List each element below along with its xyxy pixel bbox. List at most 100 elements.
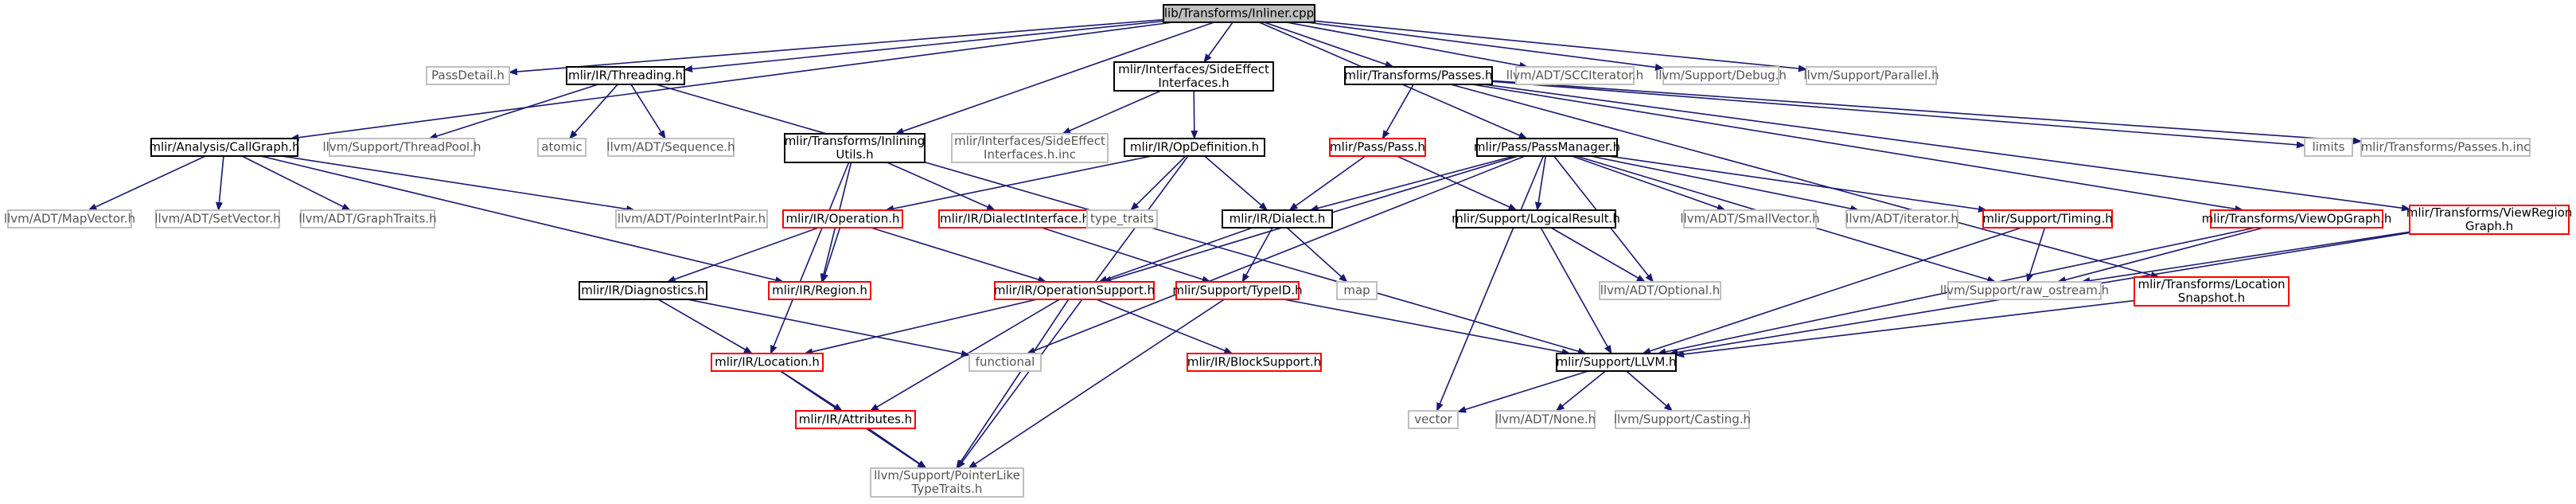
node-box [1599, 281, 1721, 300]
edge-opdef-to-pointerlike [957, 155, 1189, 469]
node-box [1187, 353, 1322, 372]
node-map: map [1336, 281, 1378, 300]
edge-passmanager-to-logicalresult [1534, 155, 1547, 212]
edge-passes-to-limits [1491, 80, 2306, 149]
node-llvmh[interactable]: mlir/Support/LLVM.h [1556, 353, 1677, 372]
edge-passmanager-to-smallvector [1571, 155, 1726, 211]
node-box [1515, 66, 1635, 85]
edge-callgraph-to-graphtraits [241, 155, 352, 211]
node-label: mlir/IR/OpDefinition.h [1130, 140, 1259, 154]
node-box [615, 209, 768, 229]
node-label: mlir/Support/LogicalResult.h [1452, 212, 1620, 226]
node-opsupport[interactable]: mlir/IR/OperationSupport.h [994, 281, 1155, 300]
node-limits: limits [2304, 138, 2353, 157]
node-box [782, 209, 903, 229]
node-label: llvm/Support/PointerLike [874, 468, 1020, 483]
node-label: mlir/Transforms/Passes.h [1344, 68, 1492, 83]
node-label: llvm/ADT/SCCIterator.h [1506, 68, 1643, 83]
edge-viewopgraph-to-rawostream [2056, 227, 2264, 283]
node-parallel: llvm/Support/Parallel.h [1803, 66, 1939, 85]
node-box [426, 66, 510, 85]
node-label: mlir/Transforms/ViewOpGraph.h [2202, 212, 2392, 226]
edge-opdef-to-typetraits [1130, 155, 1187, 211]
node-logicalresult[interactable]: mlir/Support/LogicalResult.h [1452, 209, 1620, 229]
node-box [1556, 353, 1677, 372]
node-location[interactable]: mlir/IR/Location.h [711, 353, 824, 372]
edge-root-to-callgraph [290, 21, 1173, 142]
node-timing[interactable]: mlir/Support/Timing.h [1982, 209, 2113, 229]
node-attributes[interactable]: mlir/IR/Attributes.h [795, 410, 916, 429]
node-mapvector: llvm/ADT/MapVector.h [4, 209, 135, 229]
node-label: mlir/IR/Operation.h [786, 212, 900, 226]
node-label: llvm/ADT/MapVector.h [4, 212, 135, 226]
node-passesinc: mlir/Transforms/Passes.h.inc [2360, 138, 2531, 157]
node-label: lib/Transforms/Inliner.cpp [1164, 6, 1314, 21]
node-box [537, 138, 587, 157]
node-passes[interactable]: mlir/Transforms/Passes.h [1344, 66, 1493, 85]
node-box [795, 410, 916, 429]
edge-llvmh-to-vector [1456, 370, 1589, 413]
edge-llvmh-to-casting [1626, 370, 1674, 412]
node-typeid[interactable]: mlir/Support/TypeID.h [1172, 281, 1303, 300]
node-label: mlir/Support/LLVM.h [1556, 355, 1676, 369]
edge-root-to-parallel [1314, 20, 1808, 72]
edge-passes-to-viewopgraph [1471, 84, 2244, 213]
node-root[interactable]: lib/Transforms/Inliner.cpp [1163, 4, 1315, 23]
node-threading[interactable]: mlir/IR/Threading.h [566, 66, 685, 85]
node-callgraph[interactable]: mlir/Analysis/CallGraph.h [149, 138, 300, 157]
node-blocksupport[interactable]: mlir/IR/BlockSupport.h [1187, 353, 1322, 372]
edge-diagnostics-to-location [657, 299, 753, 354]
edge-operation-to-diagnostics [666, 227, 819, 283]
node-optional: llvm/ADT/Optional.h [1599, 281, 1721, 300]
node-typetraits: type_traits [1086, 209, 1158, 229]
edge-opdef-to-operation [884, 155, 1152, 213]
node-label: mlir/IR/BlockSupport.h [1187, 355, 1321, 369]
node-box [870, 467, 1024, 498]
node-region[interactable]: mlir/IR/Region.h [768, 281, 871, 300]
node-box [1683, 209, 1817, 229]
node-viewopgraph[interactable]: mlir/Transforms/ViewOpGraph.h [2202, 209, 2392, 229]
edge-passmanager-to-vector [1436, 155, 1545, 412]
node-setvector: llvm/ADT/SetVector.h [154, 209, 281, 229]
node-graphtraits: llvm/ADT/GraphTraits.h [298, 209, 437, 229]
node-label: mlir/IR/OperationSupport.h [994, 283, 1155, 298]
node-dialect[interactable]: mlir/IR/Dialect.h [1222, 209, 1333, 229]
node-box [2409, 205, 2570, 235]
node-pass[interactable]: mlir/Pass/Pass.h [1329, 138, 1426, 157]
edge-timing-to-llvmh [1642, 227, 2022, 355]
edge-root-to-threading [683, 20, 1164, 72]
node-smallvector: llvm/ADT/SmallVector.h [1680, 209, 1820, 229]
node-passmanager[interactable]: mlir/Pass/PassManager.h [1474, 138, 1620, 157]
edge-logicalresult-to-optional [1550, 227, 1646, 283]
node-box [2210, 209, 2383, 229]
node-none: llvm/ADT/None.h [1495, 410, 1596, 429]
node-label: mlir/Transforms/Passes.h.inc [2361, 140, 2531, 154]
node-box [1336, 281, 1378, 300]
node-operation[interactable]: mlir/IR/Operation.h [782, 209, 903, 229]
edge-threading-to-sequence [630, 84, 666, 139]
node-box [1845, 209, 1958, 229]
node-opdef[interactable]: mlir/IR/OpDefinition.h [1124, 138, 1265, 157]
edge-passes-to-pass [1382, 84, 1414, 139]
edge-opsupport-to-pointerlike [956, 299, 1070, 469]
node-label: mlir/Transforms/ViewRegion [2406, 205, 2573, 220]
node-functional: functional [968, 353, 1042, 372]
node-dialectiface[interactable]: mlir/IR/DialectInterface.h [938, 209, 1091, 229]
edge-opsupport-to-location [804, 299, 1038, 356]
node-box [1456, 209, 1616, 229]
node-label: mlir/Transforms/Inlining [785, 134, 926, 148]
node-diagnostics[interactable]: mlir/IR/Diagnostics.h [579, 281, 707, 300]
node-label: mlir/Transforms/Location [2138, 277, 2285, 291]
node-label: llvm/Support/Casting.h [1614, 412, 1751, 427]
node-label: llvm/ADT/None.h [1495, 412, 1596, 427]
node-pointerintpair: llvm/ADT/PointerIntPair.h [615, 209, 768, 229]
node-box [150, 138, 298, 157]
edge-inlining-to-dialectiface [887, 162, 996, 211]
node-passdetail: PassDetail.h [426, 66, 510, 85]
node-label: mlir/Support/Timing.h [1982, 212, 2112, 226]
edge-threading-to-threadpool [428, 84, 598, 140]
